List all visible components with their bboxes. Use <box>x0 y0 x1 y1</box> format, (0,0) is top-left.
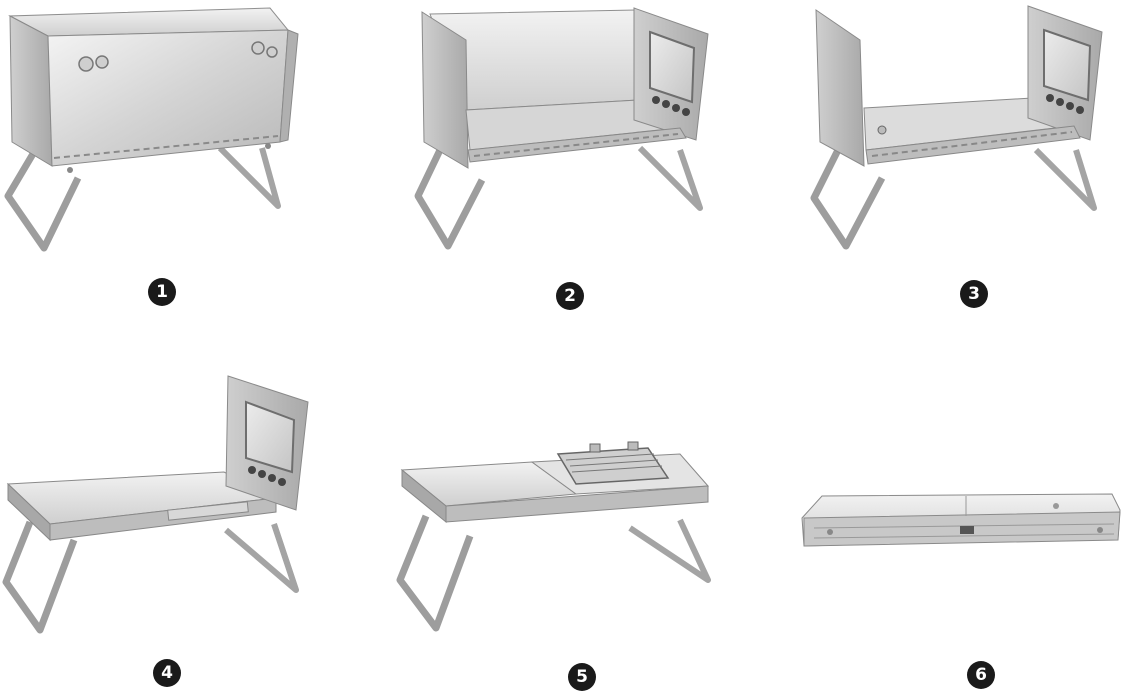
stove-folded-flat-image <box>801 493 1121 547</box>
step-badge-6: 6 <box>967 661 995 689</box>
step-badge-1: 1 <box>148 278 176 306</box>
stove-panel-step-5 <box>396 440 716 640</box>
step-number-6: 6 <box>975 664 987 685</box>
stove-table-window-image <box>2 375 309 634</box>
stove-panel-step-4 <box>0 372 320 642</box>
step-badge-5: 5 <box>568 663 596 691</box>
step-number-1: 1 <box>156 281 168 302</box>
stove-panel-step-6 <box>800 488 1126 568</box>
step-badge-4: 4 <box>153 659 181 687</box>
step-number-2: 2 <box>564 285 576 306</box>
step-badge-3: 3 <box>960 280 988 308</box>
stove-panel-step-3 <box>808 0 1126 260</box>
stove-front-open-image <box>414 7 709 250</box>
stove-closed-box-image <box>4 7 299 252</box>
step-number-4: 4 <box>161 662 173 683</box>
stove-table-grate-image <box>396 441 711 632</box>
step-number-3: 3 <box>968 283 980 304</box>
stove-panel-step-2 <box>410 0 720 260</box>
stove-panel-step-1 <box>0 0 300 260</box>
stove-side-folded-image <box>810 5 1103 250</box>
step-badge-2: 2 <box>556 282 584 310</box>
step-number-5: 5 <box>576 666 588 687</box>
